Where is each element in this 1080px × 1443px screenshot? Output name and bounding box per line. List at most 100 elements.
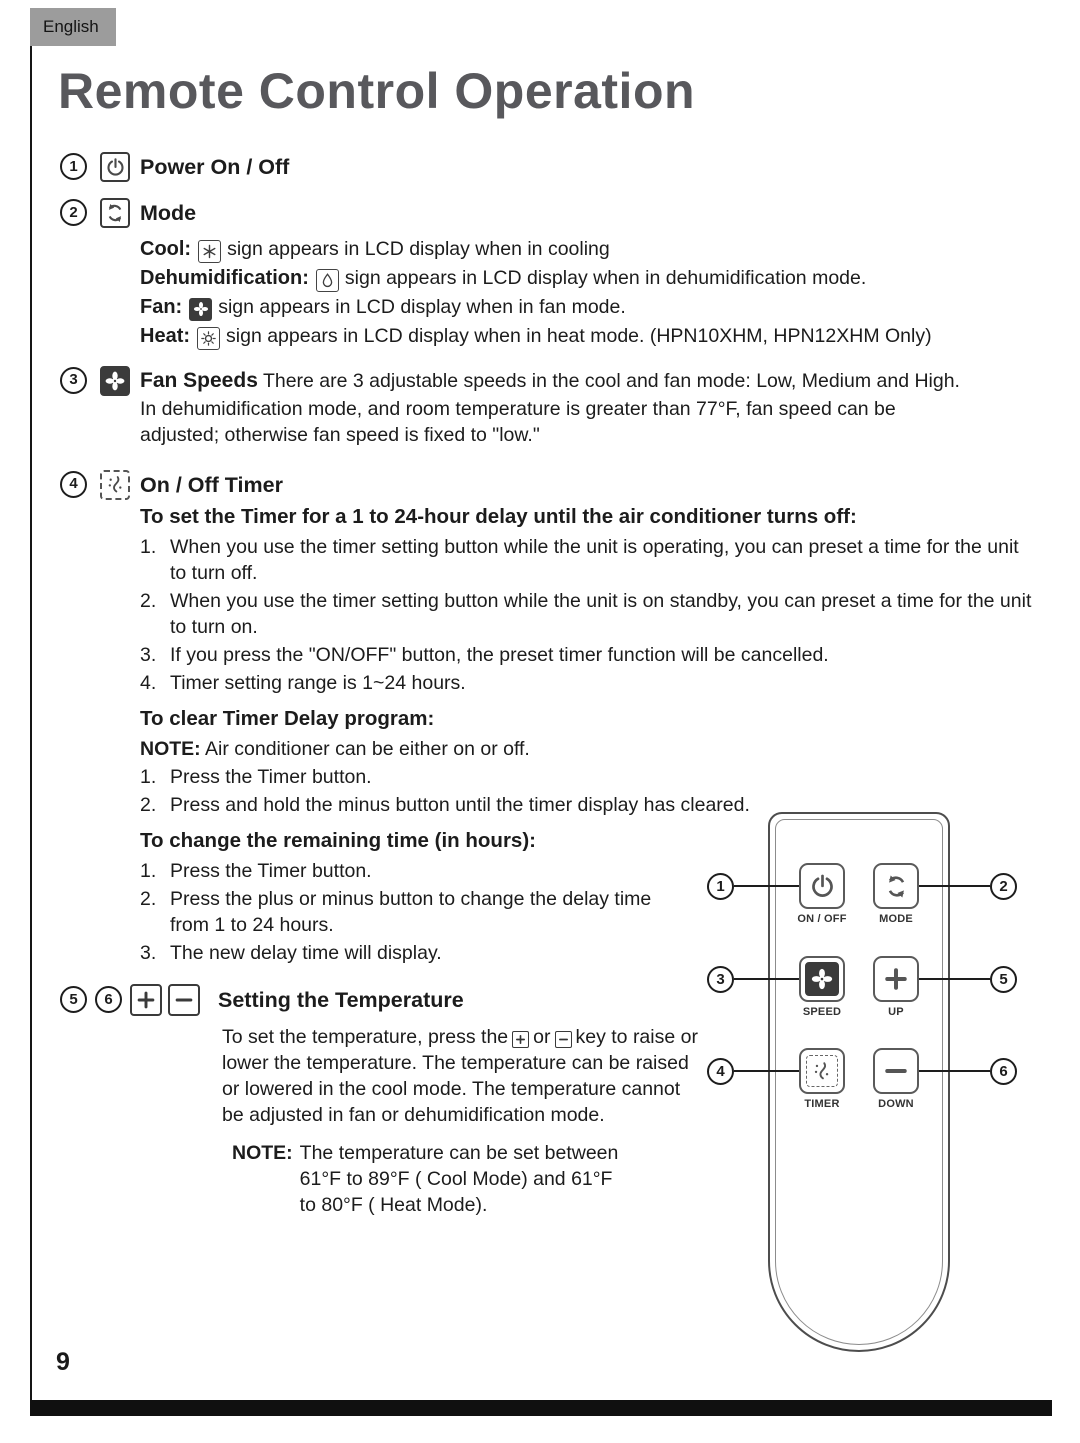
step-number: 2. <box>140 589 157 612</box>
timer-set-heading: To set the Timer for a 1 to 24-hour dela… <box>140 504 857 528</box>
note-label: NOTE: <box>140 737 201 760</box>
remote-control-diagram: ON / OFF MODE SPEED UP TIMER DOWN <box>690 800 1030 1370</box>
step-number: 3. <box>140 643 157 666</box>
callout-number-4: 4 <box>60 470 87 498</box>
remote-timer-button <box>799 1048 845 1094</box>
callout-number-3: 3 <box>60 366 87 394</box>
cool-text: sign appears in LCD display when in cool… <box>227 238 610 260</box>
heat-text: sign appears in LCD display when in heat… <box>226 324 932 347</box>
remote-inner-outline <box>775 819 943 1345</box>
dehumidification-label: Dehumidification: <box>140 267 309 289</box>
remote-speed-label: SPEED <box>802 1006 842 1018</box>
temperature-note: NOTE: The temperature can be set between… <box>232 1140 634 1218</box>
minus-icon <box>168 983 200 1016</box>
timer-section: To set the Timer for a 1 to 24-hour dela… <box>60 504 1035 966</box>
step-text: If you press the "ON/OFF" button, the pr… <box>170 643 829 666</box>
fan-label: Fan: <box>140 296 183 318</box>
timer-change-step: 2. Press the plus or minus button to cha… <box>140 886 680 938</box>
timer-change-step: 3. The new delay time will display. <box>140 940 680 966</box>
note-label: NOTE: <box>232 1141 293 1164</box>
remote-up-button <box>873 956 919 1002</box>
minus-key-icon <box>554 1030 572 1048</box>
remote-onoff-button <box>799 863 845 909</box>
step-number: 1. <box>140 859 157 882</box>
cool-label: Cool: <box>140 238 192 260</box>
timer-icon <box>100 469 130 500</box>
page-left-rule <box>30 46 32 1400</box>
fan-icon <box>189 297 213 321</box>
note-text: Air conditioner can be either on or off. <box>205 737 530 760</box>
remote-up-label: UP <box>888 1006 904 1018</box>
note-text: The temperature can be set between 61°F … <box>299 1141 619 1216</box>
timer-set-step: 2. When you use the timer setting button… <box>140 588 1035 640</box>
diagram-callout-2: 2 <box>990 873 1017 900</box>
callout-line-1 <box>734 885 799 887</box>
item-heading-power: Power On / Off <box>140 155 290 179</box>
step-number: 2. <box>140 793 157 816</box>
mode-icon <box>888 874 904 898</box>
step-text: Press and hold the minus button until th… <box>170 793 750 816</box>
diagram-callout-1: 1 <box>707 873 734 900</box>
callout-line-6 <box>919 1070 990 1072</box>
plus-icon <box>130 983 162 1016</box>
remote-mode-button <box>873 863 919 909</box>
timer-set-step: 4. Timer setting range is 1~24 hours. <box>140 670 1035 696</box>
item-temperature: 5 6 Setting the Temperature <box>60 983 1035 1016</box>
page-bottom-bar <box>30 1400 1052 1416</box>
timer-clear-step: 1. Press the Timer button. <box>140 764 1035 790</box>
page-title: Remote Control Operation <box>58 63 696 119</box>
fan-text: sign appears in LCD display when in fan … <box>218 296 626 318</box>
timer-change-step: 1. Press the Timer button. <box>140 858 680 884</box>
callout-line-2 <box>919 885 990 887</box>
step-number: 1. <box>140 535 157 558</box>
mode-line-cool: Cool: sign appears in LCD display when in… <box>60 236 1035 263</box>
timer-set-step: 3. If you press the "ON/OFF" button, the… <box>140 642 1035 668</box>
heat-label: Heat: <box>140 324 191 347</box>
fan-icon <box>805 962 839 996</box>
step-text: Press the Timer button. <box>170 859 372 882</box>
sun-icon <box>197 326 221 350</box>
remote-down-button <box>873 1048 919 1094</box>
temperature-text-after: key to raise or lower the temperature. T… <box>222 1025 698 1126</box>
callout-number-1: 1 <box>60 153 87 180</box>
droplet-icon <box>315 269 339 292</box>
callout-number-6: 6 <box>95 986 122 1013</box>
timer-clear-note: NOTE: Air conditioner can be either on o… <box>140 736 1035 762</box>
item-timer: 4 On / Off Timer <box>60 469 1035 502</box>
item-fan-speeds: 3 Fan Speeds There are 3 adjustable spee… <box>60 365 960 448</box>
remote-outline <box>768 812 950 1352</box>
timer-clear-heading: To clear Timer Delay program: <box>140 706 435 730</box>
remote-mode-label: MODE <box>879 913 913 925</box>
remote-timer-label: TIMER <box>804 1098 840 1110</box>
mode-line-dehumidification: Dehumidification: sign appears in LCD dis… <box>60 265 1035 292</box>
callout-line-4 <box>734 1070 799 1072</box>
callout-number-2: 2 <box>60 199 87 226</box>
step-number: 4. <box>140 671 157 694</box>
callout-line-5 <box>919 978 990 980</box>
diagram-callout-3: 3 <box>707 966 734 993</box>
plus-icon <box>885 968 907 990</box>
fan-speeds-icon <box>100 365 130 396</box>
timer-clear-step: 2. Press and hold the minus button until… <box>140 792 1035 818</box>
dehumidification-text: sign appears in LCD display when in dehu… <box>344 267 867 289</box>
mode-icon <box>100 198 130 228</box>
remote-down-label: DOWN <box>878 1098 914 1110</box>
step-text: Timer setting range is 1~24 hours. <box>170 671 466 694</box>
fan-speeds-text: There are 3 adjustable speeds in the coo… <box>140 369 960 446</box>
remote-speed-button <box>799 956 845 1002</box>
item-mode: 2 Mode <box>60 198 1035 230</box>
item-heading-temperature: Setting the Temperature <box>218 987 464 1012</box>
diagram-callout-5: 5 <box>990 966 1017 993</box>
plus-key-icon <box>512 1030 530 1048</box>
timer-icon <box>806 1055 838 1087</box>
step-number: 2. <box>140 887 157 910</box>
item-heading-mode: Mode <box>140 201 197 225</box>
mode-line-fan: Fan: sign appears in LCD display when in … <box>60 294 1035 321</box>
callout-line-3 <box>734 978 799 980</box>
power-icon <box>100 152 130 182</box>
step-text: When you use the timer setting button wh… <box>170 535 1019 584</box>
content-column: 1 Power On / Off 2 Mode Cool: sign appear… <box>60 152 1035 1218</box>
step-number: 3. <box>140 941 157 964</box>
